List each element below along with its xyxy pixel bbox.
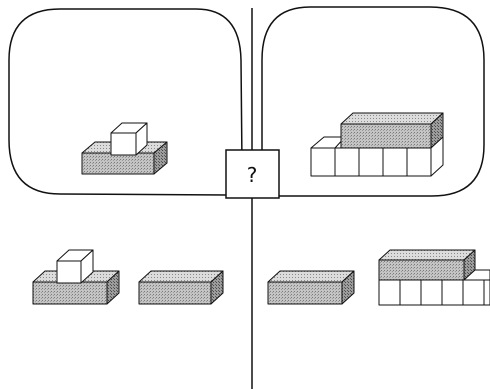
left-panel — [8, 8, 243, 196]
option-a-slab-with-cube[interactable] — [32, 249, 120, 305]
right-figure-cubes-with-slab — [310, 112, 444, 177]
left-figure-slab-with-cube — [81, 122, 168, 175]
question-box — [225, 149, 280, 199]
option-b-plain-slab[interactable] — [138, 270, 224, 305]
question-mark: ? — [247, 163, 258, 187]
option-c-plain-slab[interactable] — [267, 270, 355, 305]
option-d-slab-on-cubes[interactable] — [378, 249, 490, 306]
